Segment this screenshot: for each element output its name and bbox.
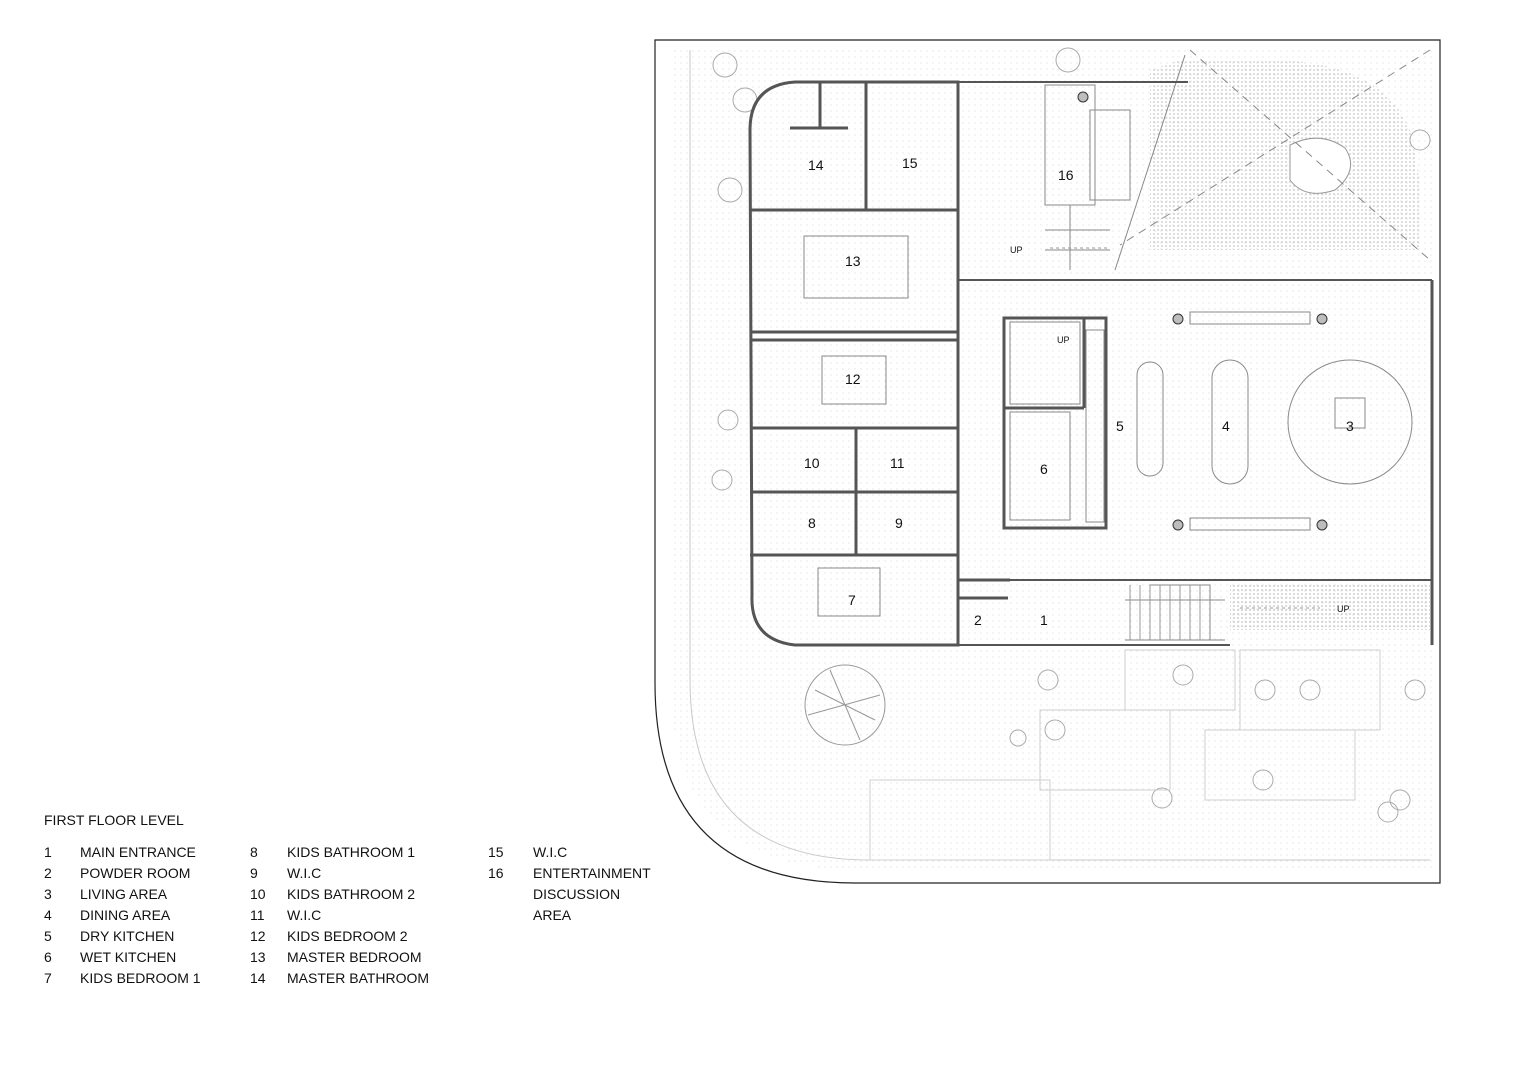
room-7: 7 bbox=[848, 592, 856, 608]
room-8: 8 bbox=[808, 515, 816, 531]
legend-title: FIRST FLOOR LEVEL bbox=[44, 812, 184, 828]
room-12: 12 bbox=[845, 371, 861, 387]
room-13: 13 bbox=[845, 253, 861, 269]
building bbox=[748, 80, 1434, 647]
room-11: 11 bbox=[890, 455, 905, 471]
room-9: 9 bbox=[895, 515, 903, 531]
room-10: 10 bbox=[804, 455, 820, 471]
lamps bbox=[1077, 91, 1328, 531]
trees bbox=[711, 47, 1431, 823]
room-6: 6 bbox=[1040, 461, 1048, 477]
room-4: 4 bbox=[1222, 418, 1230, 434]
landscape-area bbox=[672, 48, 1432, 870]
room-5: 5 bbox=[1116, 418, 1124, 434]
pool-strip bbox=[1230, 585, 1430, 630]
room-3: 3 bbox=[1346, 418, 1354, 434]
stair-up-label-2: UP bbox=[1057, 335, 1070, 345]
room-14: 14 bbox=[808, 157, 824, 173]
garden-lawn bbox=[1150, 58, 1422, 250]
room-2: 2 bbox=[974, 612, 982, 628]
stair-up-label-1: UP bbox=[1010, 245, 1023, 255]
room-16: 16 bbox=[1058, 167, 1074, 183]
room-15: 15 bbox=[902, 155, 918, 171]
stair-up-label-3: UP bbox=[1337, 604, 1350, 614]
room-1: 1 bbox=[1040, 612, 1048, 628]
